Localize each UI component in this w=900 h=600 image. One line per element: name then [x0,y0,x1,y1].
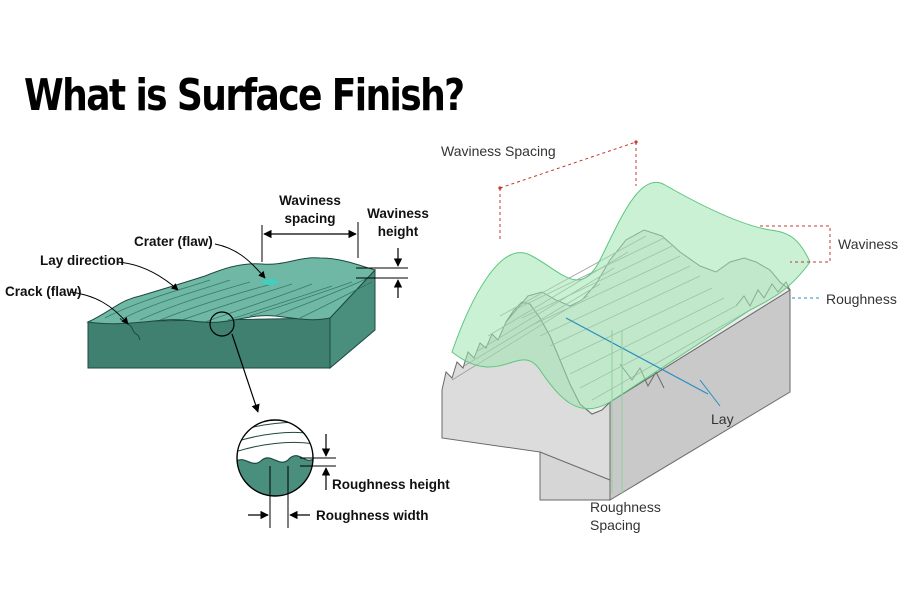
right-block-diagram: Waviness Spacing Waviness Roughness Lay … [441,140,898,533]
waviness-height-label-1: Waviness [367,206,429,221]
waviness-label: Waviness [838,236,898,252]
page-title: What is Surface Finish? [24,70,465,121]
roughness-height-label: Roughness height [332,477,450,492]
magnify-spot [209,311,235,337]
roughness-spacing-label-2: Spacing [590,517,641,533]
left-block-diagram: Waviness spacing Waviness height Crater … [5,193,450,528]
waviness-spacing-label: Waviness Spacing [441,143,556,159]
lay-label: Lay [711,411,734,427]
roughness-width-label: Roughness width [316,508,429,523]
waviness-spacing-label-1: Waviness [279,193,341,208]
waviness-spacing-label-2: spacing [284,211,335,226]
crack-label: Crack (flaw) [5,284,82,299]
block-front-face [87,317,331,369]
magnified-detail [236,419,314,497]
crater-label: Crater (flaw) [134,234,213,249]
waviness-height-label-2: height [378,224,419,239]
waviness-surface [451,182,811,410]
crater-flaw [262,279,278,285]
block-top-surface [86,257,376,325]
roughness-spacing-label-1: Roughness [590,499,661,515]
roughness-label: Roughness [826,291,897,307]
lay-direction-label: Lay direction [40,253,124,268]
